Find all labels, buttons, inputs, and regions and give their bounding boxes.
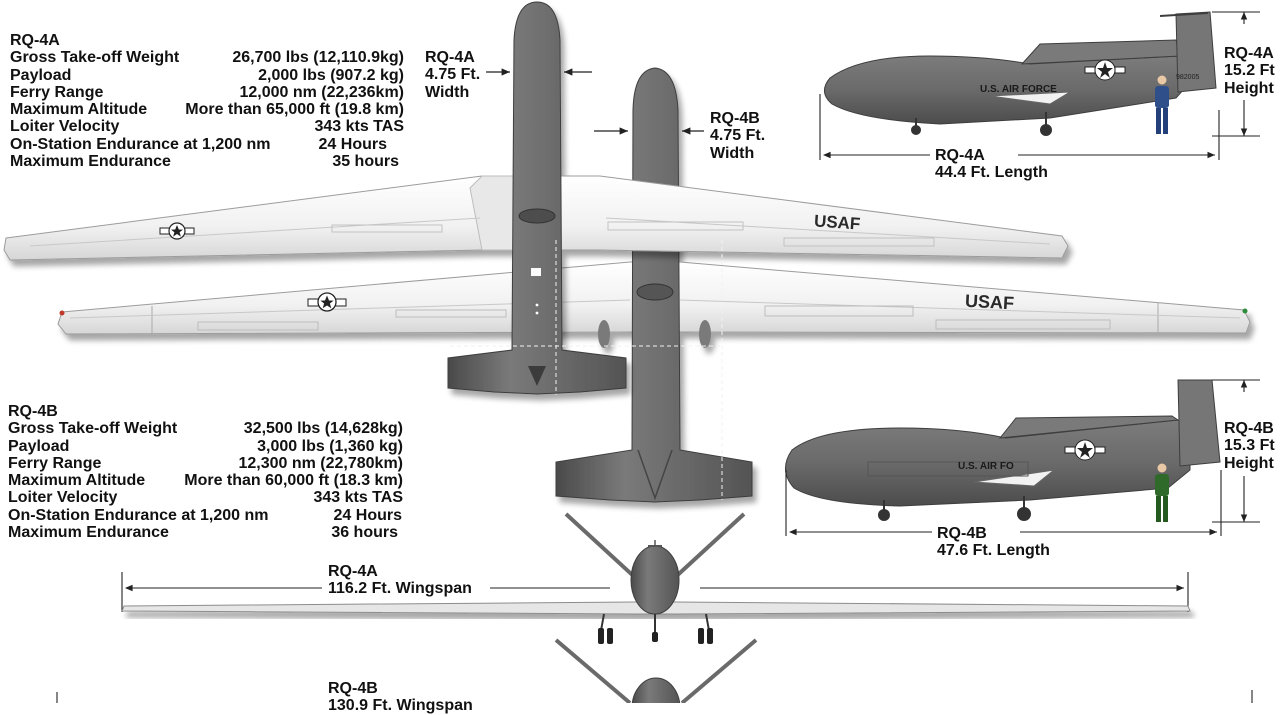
dim-value: 47.6 Ft. Length xyxy=(937,542,1050,560)
dim-value: 4.75 Ft. xyxy=(425,66,481,84)
dim-model: RQ-4A xyxy=(425,49,475,66)
spec-label: Ferry Range xyxy=(8,454,102,472)
rq4a-height-label: RQ-4A 15.2 Ft Height xyxy=(1224,45,1275,97)
spec-label: Maximum Endurance xyxy=(10,153,171,171)
dim-value: 15.2 Ft xyxy=(1224,62,1275,80)
spec-label: Loiter Velocity xyxy=(8,489,118,507)
spec-label: Ferry Range xyxy=(10,83,104,101)
rq4b-spec-table: RQ-4B Gross Take-off Weight 32,500 lbs (1… xyxy=(8,403,403,541)
spec-label: Payload xyxy=(10,66,72,84)
dim-unit: Width xyxy=(710,144,755,162)
reference-dashes xyxy=(450,240,723,500)
spec-value: More than 60,000 ft (18.3 km) xyxy=(184,472,403,490)
dim-unit: Width xyxy=(425,83,470,101)
dim-model: RQ-4B xyxy=(937,525,987,542)
spec-value: 343 kts TAS xyxy=(313,489,403,507)
rq4a-width-label: RQ-4A 4.75 Ft. Width xyxy=(425,49,480,101)
dimension-lines xyxy=(56,11,1260,703)
spec-label: Maximum Altitude xyxy=(8,472,146,490)
dim-model: RQ-4B xyxy=(328,680,378,697)
dim-value: 116.2 Ft. Wingspan xyxy=(328,580,472,598)
dim-value: 15.3 Ft xyxy=(1224,437,1275,455)
rq4a-wingspan-label: RQ-4A 116.2 Ft. Wingspan xyxy=(328,563,472,598)
dim-model: RQ-4A xyxy=(935,147,985,164)
rq4a-front-view xyxy=(121,512,1191,644)
spec-value: 343 kts TAS xyxy=(314,118,404,136)
spec-label: Maximum Endurance xyxy=(8,524,169,542)
wing-marking-a: USAF xyxy=(813,211,861,234)
width-arrows xyxy=(486,68,704,135)
spec-value: 26,700 lbs (12,110.9kg) xyxy=(232,49,404,67)
dim-value: 130.9 Ft. Wingspan xyxy=(328,697,473,715)
dim-value: 4.75 Ft. xyxy=(710,127,766,145)
spec-value: 3,000 lbs (1,360 kg) xyxy=(257,437,403,455)
dim-unit: Height xyxy=(1224,454,1274,472)
spec-label: On-Station Endurance at 1,200 nm xyxy=(10,135,271,153)
spec-value: 32,500 lbs (14,628kg) xyxy=(243,420,403,438)
spec-label: On-Station Endurance at 1,200 nm xyxy=(8,506,269,524)
rq4a-top-view xyxy=(3,1,1069,395)
dim-model: RQ-4B xyxy=(710,110,760,127)
spec-value: 36 hours xyxy=(331,524,398,542)
spec-value: More than 65,000 ft (19.8 km) xyxy=(185,101,404,119)
wing-marking-b: USAF xyxy=(964,290,1015,314)
dim-model: RQ-4A xyxy=(1224,45,1274,62)
spec-label: Gross Take-off Weight xyxy=(8,420,178,438)
spec-label: Loiter Velocity xyxy=(10,118,120,136)
rq4b-wingspan-label: RQ-4B 130.9 Ft. Wingspan xyxy=(328,680,473,715)
rq4b-side-view xyxy=(785,379,1221,522)
rq4a-spec-title: RQ-4A xyxy=(10,32,60,49)
roundel-wing-a xyxy=(159,222,195,240)
dim-model: RQ-4B xyxy=(1224,420,1274,437)
dim-unit: Height xyxy=(1224,79,1274,97)
roundel-wing-b xyxy=(307,292,347,312)
fuselage-marking-b: U.S. AIR FO xyxy=(958,461,1014,472)
rq4b-width-label: RQ-4B 4.75 Ft. Width xyxy=(710,110,765,162)
spec-value: 12,000 nm (22,236km) xyxy=(239,83,404,101)
rq4b-length-label: RQ-4B 47.6 Ft. Length xyxy=(937,525,1050,560)
serial-number: 982005 xyxy=(1176,74,1200,81)
rq4a-side-view xyxy=(824,11,1217,136)
spec-value: 12,300 nm (22,780km) xyxy=(238,454,403,472)
rq4b-front-view xyxy=(554,638,758,703)
dim-value: 44.4 Ft. Length xyxy=(935,164,1048,182)
rq4a-spec-table: RQ-4A Gross Take-off Weight 26,700 lbs (1… xyxy=(10,32,404,170)
rq4a-length-label: RQ-4A 44.4 Ft. Length xyxy=(935,147,1048,182)
dim-model: RQ-4A xyxy=(328,563,378,580)
spec-value: 35 hours xyxy=(332,153,399,171)
spec-value: 24 Hours xyxy=(318,135,387,153)
spec-label: Maximum Altitude xyxy=(10,101,148,119)
spec-value: 2,000 lbs (907.2 kg) xyxy=(258,66,404,84)
rq4b-top-view xyxy=(57,67,1251,503)
spec-label: Gross Take-off Weight xyxy=(10,49,180,67)
spec-label: Payload xyxy=(8,437,70,455)
rq4b-height-label: RQ-4B 15.3 Ft Height xyxy=(1224,420,1275,472)
fuselage-marking-a: U.S. AIR FORCE xyxy=(980,84,1057,95)
rq4b-spec-title: RQ-4B xyxy=(8,403,58,420)
spec-value: 24 Hours xyxy=(333,506,402,524)
